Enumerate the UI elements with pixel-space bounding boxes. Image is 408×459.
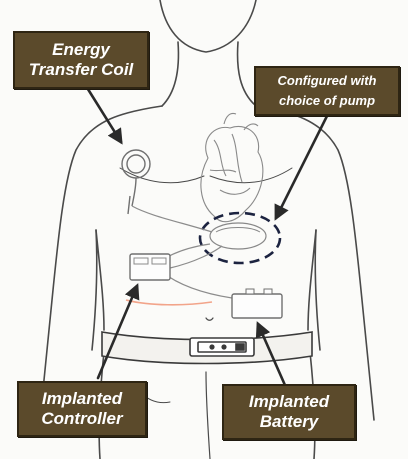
- energy-transfer-coil: [122, 150, 150, 214]
- label-implanted-battery-text: Implanted Battery: [249, 392, 329, 432]
- arrow-pump: [276, 114, 328, 218]
- arrow-energy-transfer-coil: [86, 86, 121, 142]
- belt: [102, 332, 312, 364]
- label-pump-choice: Configured with choice of pump: [254, 66, 400, 116]
- label-implanted-controller: Implanted Controller: [17, 381, 147, 437]
- implanted-controller-device: [130, 254, 170, 280]
- cable-highlight: [126, 300, 212, 305]
- label-energy-transfer-coil-text: Energy Transfer Coil: [29, 40, 134, 80]
- label-pump-choice-text: Configured with choice of pump: [278, 71, 377, 111]
- cables: [132, 206, 232, 298]
- label-implanted-controller-text: Implanted Controller: [41, 389, 122, 429]
- heart-sketch: [201, 113, 263, 221]
- label-implanted-battery: Implanted Battery: [222, 384, 356, 440]
- pump-device: [200, 213, 280, 263]
- label-energy-transfer-coil: Energy Transfer Coil: [13, 31, 149, 89]
- implanted-battery-device: [232, 289, 282, 318]
